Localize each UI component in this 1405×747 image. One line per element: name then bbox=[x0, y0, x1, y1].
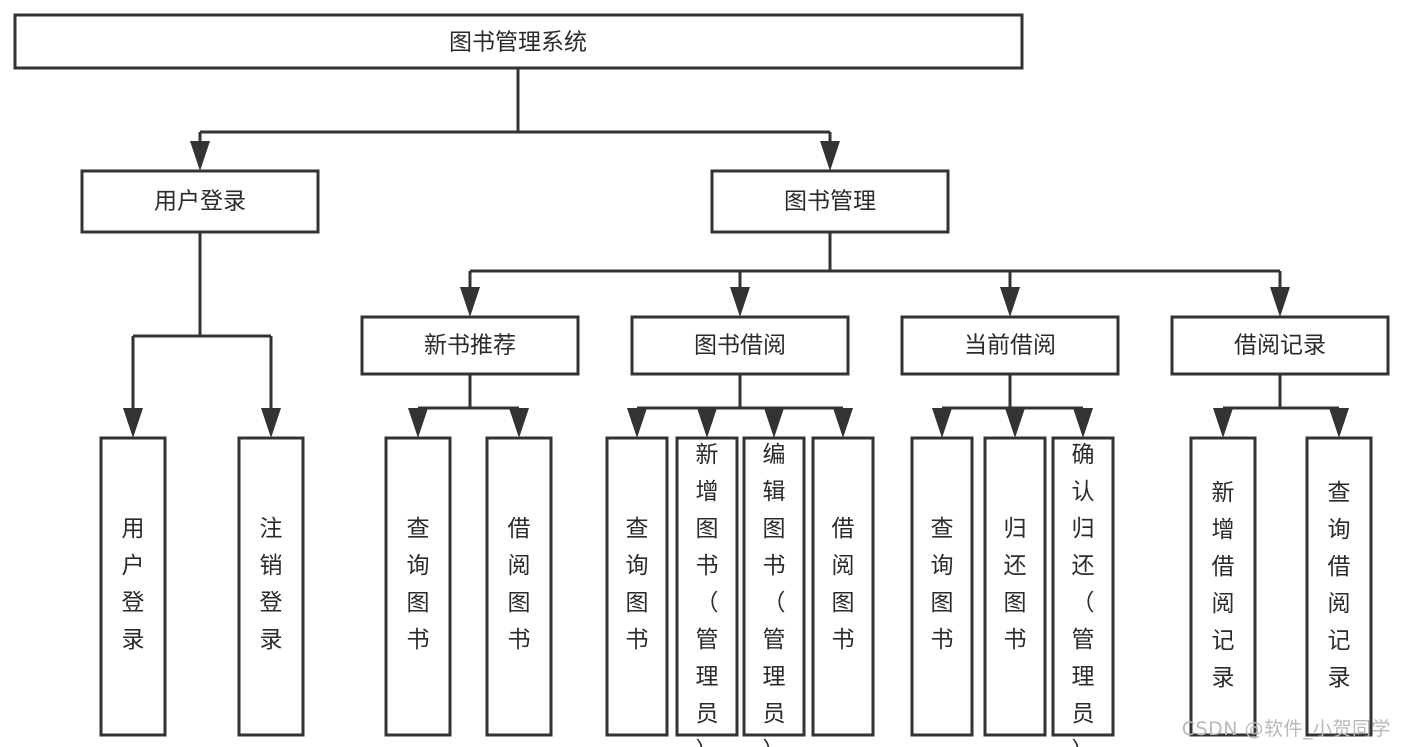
node-current-borrow[interactable]: 当前借阅 bbox=[900, 315, 1120, 376]
leaf-label-query-book-1: 查询图书 bbox=[407, 516, 430, 653]
leaf-label-add-borrow-record: 新增借阅记录 bbox=[1212, 480, 1235, 691]
node-root[interactable]: 图书管理系统 bbox=[13, 13, 1024, 70]
node-book-management[interactable]: 图书管理 bbox=[710, 169, 950, 234]
current-borrow-label: 当前借阅 bbox=[964, 333, 1056, 359]
arrow-book-mgmt-0 bbox=[460, 287, 480, 317]
leaf-user-login[interactable]: 用户登录 bbox=[99, 436, 167, 737]
arrow-borrow-2 bbox=[764, 408, 784, 438]
leaf-label-borrow-book-1: 借阅图书 bbox=[508, 516, 531, 653]
arrow-record-0 bbox=[1213, 408, 1233, 438]
user-login-label: 用户登录 bbox=[154, 189, 246, 215]
node-new-book-recommend[interactable]: 新书推荐 bbox=[360, 315, 580, 376]
leaf-label-return-book: 归还图书 bbox=[1004, 516, 1027, 653]
borrow-record-label: 借阅记录 bbox=[1234, 333, 1326, 359]
leaf-query-book-3[interactable]: 查询图书 bbox=[910, 436, 974, 737]
leaf-confirm-return-admin[interactable]: 确认归还（管理员） bbox=[1051, 436, 1115, 747]
leaf-edit-book-admin[interactable]: 编辑图书（管理员） bbox=[742, 436, 806, 747]
user-login-box[interactable] bbox=[80, 169, 320, 234]
arrow-borrow-0 bbox=[627, 408, 647, 438]
arrow-record-1 bbox=[1329, 408, 1349, 438]
book-borrow-label: 图书借阅 bbox=[694, 333, 786, 359]
root-box[interactable] bbox=[13, 13, 1024, 70]
leaf-label-confirm-return-admin: 确认归还（管理员） bbox=[1072, 442, 1095, 747]
leaf-box-return-book[interactable] bbox=[983, 436, 1047, 737]
leaf-add-borrow-record[interactable]: 新增借阅记录 bbox=[1189, 436, 1257, 737]
leaf-label-edit-book-admin: 编辑图书（管理员） bbox=[763, 442, 786, 747]
leaf-label-user-login: 用户登录 bbox=[122, 516, 145, 653]
new-book-recommend-box[interactable] bbox=[360, 315, 580, 376]
leaf-box-query-book-1[interactable] bbox=[384, 436, 452, 737]
arrow-root-0 bbox=[190, 141, 210, 171]
leaf-box-logout[interactable] bbox=[237, 436, 305, 737]
node-borrow-record[interactable]: 借阅记录 bbox=[1170, 315, 1390, 376]
current-borrow-box[interactable] bbox=[900, 315, 1120, 376]
leaf-borrow-book-2[interactable]: 借阅图书 bbox=[811, 436, 875, 737]
leaf-borrow-book-1[interactable]: 借阅图书 bbox=[485, 436, 553, 737]
leaf-box-borrow-book-1[interactable] bbox=[485, 436, 553, 737]
leaf-box-query-book-3[interactable] bbox=[910, 436, 974, 737]
node-book-borrow[interactable]: 图书借阅 bbox=[630, 315, 850, 376]
connector-layer bbox=[123, 68, 1349, 438]
new-book-recommend-label: 新书推荐 bbox=[424, 333, 516, 359]
leaf-label-add-book-admin: 新增图书（管理员） bbox=[696, 442, 719, 747]
leaf-label-borrow-book-2: 借阅图书 bbox=[832, 516, 855, 653]
arrow-recommend-0 bbox=[408, 408, 428, 438]
leaf-logout[interactable]: 注销登录 bbox=[237, 436, 305, 737]
arrow-current-2 bbox=[1073, 408, 1093, 438]
arrow-book-mgmt-1 bbox=[730, 287, 750, 317]
leaf-box-borrow-book-2[interactable] bbox=[811, 436, 875, 737]
leaf-label-query-borrow-record: 查询借阅记录 bbox=[1328, 480, 1351, 691]
arrow-book-mgmt-3 bbox=[1270, 287, 1290, 317]
arrow-book-mgmt-2 bbox=[1000, 287, 1020, 317]
leaf-label-logout: 注销登录 bbox=[260, 516, 283, 653]
book-management-label: 图书管理 bbox=[784, 189, 876, 215]
leaf-box-add-book-admin[interactable] bbox=[675, 436, 739, 737]
arrow-user-login-0 bbox=[123, 408, 143, 438]
leaf-query-book-2[interactable]: 查询图书 bbox=[605, 436, 669, 737]
leaf-query-book-1[interactable]: 查询图书 bbox=[384, 436, 452, 737]
root-label: 图书管理系统 bbox=[449, 30, 587, 56]
arrow-current-1 bbox=[1005, 408, 1025, 438]
node-user-login[interactable]: 用户登录 bbox=[80, 169, 320, 234]
arrow-current-0 bbox=[932, 408, 952, 438]
leaf-query-borrow-record[interactable]: 查询借阅记录 bbox=[1305, 436, 1373, 737]
leaf-label-query-book-2: 查询图书 bbox=[626, 516, 649, 653]
arrow-recommend-1 bbox=[509, 408, 529, 438]
arrow-user-login-1 bbox=[261, 408, 281, 438]
arrow-borrow-3 bbox=[833, 408, 853, 438]
leaf-box-edit-book-admin[interactable] bbox=[742, 436, 806, 737]
arrow-root-1 bbox=[820, 141, 840, 171]
leaf-label-query-book-3: 查询图书 bbox=[931, 516, 954, 653]
arrow-borrow-1 bbox=[697, 408, 717, 438]
leaf-box-query-borrow-record[interactable] bbox=[1305, 436, 1373, 737]
leaf-box-query-book-2[interactable] bbox=[605, 436, 669, 737]
leaf-return-book[interactable]: 归还图书 bbox=[983, 436, 1047, 737]
leaf-box-user-login[interactable] bbox=[99, 436, 167, 737]
leaf-add-book-admin[interactable]: 新增图书（管理员） bbox=[675, 436, 739, 747]
